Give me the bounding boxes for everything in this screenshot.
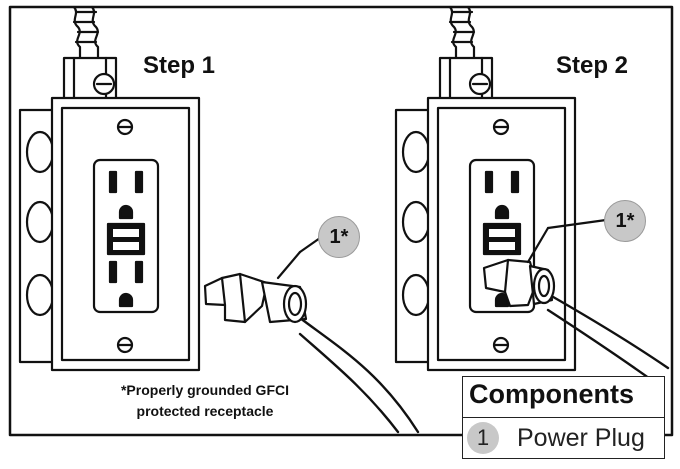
step1-title: Step 1 [143, 52, 216, 79]
receptacle-note-line2: protected receptacle [136, 403, 274, 419]
step2-callout-leader [546, 218, 608, 230]
step2-callout: 1* [604, 200, 646, 242]
component-number-badge: 1 [467, 422, 499, 454]
components-legend: Components 1 Power Plug [462, 376, 665, 459]
step2-wall-plate [426, 96, 577, 372]
step1-callout-leader [298, 236, 322, 254]
frame-border [8, 5, 674, 437]
components-title: Components [469, 379, 634, 409]
step1-conduit [62, 5, 118, 112]
receptacle-note: *Properly grounded GFCI protected recept… [70, 380, 340, 422]
components-divider [463, 417, 664, 418]
step2-conduit [438, 5, 494, 112]
component-label: Power Plug [517, 424, 645, 452]
step1-callout-leader-2 [276, 250, 302, 280]
step2-callout-leader-2 [526, 226, 550, 264]
step1-callout: 1* [318, 216, 360, 258]
step2-title: Step 2 [556, 52, 629, 79]
step1-wall-plate [50, 96, 201, 372]
step1-power-plug [203, 272, 420, 434]
receptacle-note-line1: *Properly grounded GFCI [120, 382, 289, 398]
